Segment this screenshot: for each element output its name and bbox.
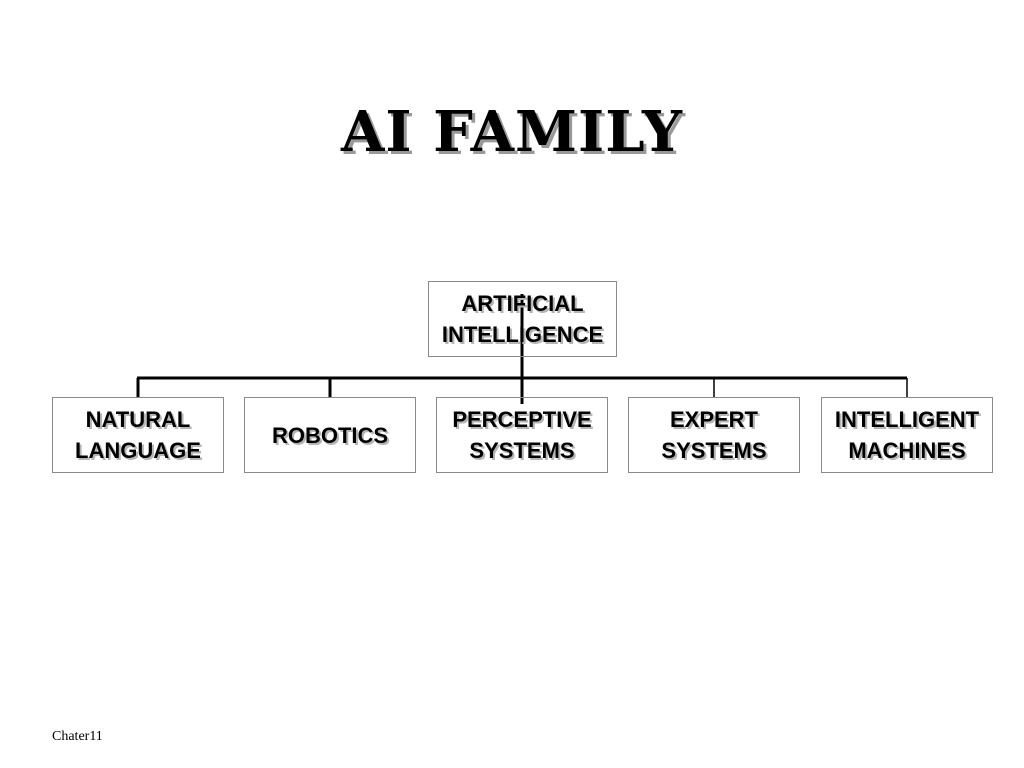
node-label-artificial-intelligence: ARTIFICIAL INTELLIGENCE <box>441 291 604 347</box>
node-label-robotics: ROBOTICS <box>271 422 389 448</box>
slide-footer: Chater11 <box>52 729 103 744</box>
node-label-expert-systems: EXPERT SYSTEMS <box>661 407 767 463</box>
node-label-intelligent-machines: INTELLIGENT MACHINES <box>834 407 980 463</box>
node-label-perceptive-systems: PERCEPTIVE SYSTEMS <box>452 407 592 463</box>
node-artificial-intelligence: ARTIFICIAL INTELLIGENCE <box>428 281 617 357</box>
node-expert-systems: EXPERT SYSTEMS <box>628 397 800 473</box>
node-perceptive-systems: PERCEPTIVE SYSTEMS <box>436 397 608 473</box>
node-intelligent-machines: INTELLIGENT MACHINES <box>821 397 993 473</box>
node-robotics: ROBOTICS <box>244 397 416 473</box>
node-natural-language: NATURAL LANGUAGE <box>52 397 224 473</box>
node-label-natural-language: NATURAL LANGUAGE <box>75 407 201 463</box>
slide-title: AI FAMILY <box>340 99 684 165</box>
